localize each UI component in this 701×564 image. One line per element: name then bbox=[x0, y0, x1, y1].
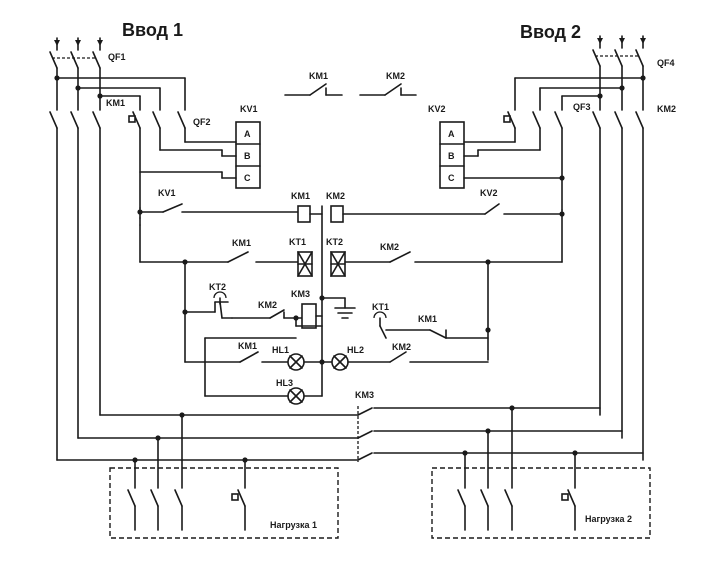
qf2-label: QF2 bbox=[193, 117, 211, 127]
kv1-phase-a: A bbox=[244, 129, 251, 139]
legend-km2-label: KM2 bbox=[386, 71, 405, 81]
legend-contacts bbox=[284, 83, 417, 96]
qf2-breaker bbox=[128, 111, 186, 209]
kv2-phase-a: A bbox=[448, 129, 455, 139]
kv2-relay bbox=[439, 121, 565, 189]
km2-nc-label: KM2 bbox=[258, 300, 277, 310]
kv1-contact-label: KV1 bbox=[158, 188, 176, 198]
load2-label: Нагрузка 2 bbox=[585, 514, 632, 524]
km2-nc-contact bbox=[231, 309, 303, 321]
km1-nc-contact bbox=[429, 261, 491, 361]
qf3-feed-wires bbox=[514, 75, 646, 111]
km1-coil-label: KM1 bbox=[291, 191, 310, 201]
kv2-phase-b: B bbox=[448, 151, 455, 161]
km1-main-contacts bbox=[49, 111, 101, 461]
qf3-breaker bbox=[503, 111, 563, 211]
kv2-contact bbox=[484, 203, 563, 215]
kt2-contact bbox=[213, 291, 233, 319]
qf1-breaker bbox=[49, 51, 101, 111]
kv1-label: KV1 bbox=[240, 104, 258, 114]
km1-aux-label: KM1 bbox=[232, 238, 251, 248]
hl2-label: HL2 bbox=[347, 345, 364, 355]
kt1-label: KT1 bbox=[289, 237, 306, 247]
load1-label: Нагрузка 1 bbox=[270, 520, 317, 530]
kv1-relay bbox=[139, 121, 261, 189]
kv2-label: KV2 bbox=[428, 104, 446, 114]
left-branch bbox=[182, 261, 229, 363]
km1-main-label: KM1 bbox=[106, 98, 125, 108]
control-rails bbox=[137, 207, 565, 263]
km2-aux-contact bbox=[389, 251, 563, 265]
km2-coil bbox=[330, 205, 344, 223]
km1-lamp-contact-label: KM1 bbox=[238, 341, 257, 351]
km2-lamp-contact-label: KM2 bbox=[392, 342, 411, 352]
qf1-label: QF1 bbox=[108, 52, 126, 62]
qf2-feed-wires bbox=[54, 75, 186, 111]
kt1-contact bbox=[373, 311, 431, 339]
hl1-label: HL1 bbox=[272, 345, 289, 355]
km2-coil-label: KM2 bbox=[326, 191, 345, 201]
km3-switch-label: KM3 bbox=[355, 390, 374, 400]
kt2-label: KT2 bbox=[326, 237, 343, 247]
load1-box bbox=[109, 414, 339, 539]
qf4-breaker bbox=[592, 49, 644, 111]
kv2-contact-label: KV2 bbox=[480, 188, 498, 198]
input2-feed bbox=[597, 35, 646, 49]
input2-title: Ввод 2 bbox=[520, 22, 581, 42]
km3-coil bbox=[301, 303, 323, 329]
ground-symbol bbox=[321, 297, 356, 319]
km1-aux-contact bbox=[139, 217, 301, 265]
input1-title: Ввод 1 bbox=[122, 20, 183, 40]
km3-bus bbox=[56, 405, 644, 463]
hl3-lamp bbox=[204, 387, 323, 405]
km1-nc-label: KM1 bbox=[418, 314, 437, 324]
km3-coil-label: KM3 bbox=[291, 289, 310, 299]
kv1-phase-c: C bbox=[244, 173, 251, 183]
kt1-contact-label: KT1 bbox=[372, 302, 389, 312]
qf4-label: QF4 bbox=[657, 58, 675, 68]
km2-aux-label: KM2 bbox=[380, 242, 399, 252]
kv1-phase-b: B bbox=[244, 151, 251, 161]
legend-km1-label: KM1 bbox=[309, 71, 328, 81]
hl3-label: HL3 bbox=[276, 378, 293, 388]
km1-lamp-contact bbox=[204, 351, 289, 363]
km1-coil bbox=[297, 205, 311, 223]
hl1-lamp bbox=[287, 353, 305, 371]
kv1-contact bbox=[139, 203, 299, 213]
kt2-timer bbox=[330, 251, 346, 277]
km2-lamp-contact bbox=[389, 351, 489, 363]
lamp-row bbox=[184, 337, 297, 397]
km2-main-label: KM2 bbox=[657, 104, 676, 114]
kt2-contact-label: KT2 bbox=[209, 282, 226, 292]
load2-box bbox=[431, 407, 651, 539]
qf3-label: QF3 bbox=[573, 102, 591, 112]
kt1-timer bbox=[297, 251, 313, 277]
input1-feed bbox=[54, 37, 103, 51]
kv2-phase-c: C bbox=[448, 173, 455, 183]
hl2-lamp bbox=[331, 353, 349, 371]
km2-main-contacts bbox=[592, 111, 644, 461]
